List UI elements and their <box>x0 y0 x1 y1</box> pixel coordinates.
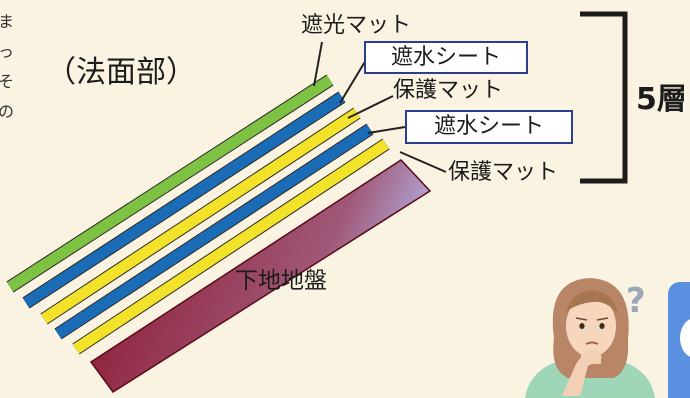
layer-strip-protective-mat-2 <box>72 139 390 354</box>
layer-label-light-blocking-mat: 遮光マット <box>301 13 412 38</box>
leader-line-3 <box>367 126 406 134</box>
section-label: （法面部） <box>46 55 196 90</box>
edge-text-1: っ <box>0 42 15 61</box>
edge-text-0: ま <box>0 12 15 31</box>
thinking-woman-illustration: ? <box>525 278 655 398</box>
ground-label: 下地地盤 <box>235 268 327 294</box>
layer-strip-waterproof-sheet-1 <box>22 92 346 308</box>
layer-strip-protective-mat-1 <box>40 108 361 324</box>
layer-strip-light-blocking-mat <box>7 75 333 292</box>
edge-text-3: の <box>0 102 15 121</box>
side-panel-tab-icon <box>680 318 690 358</box>
leader-line-2 <box>347 95 394 119</box>
leader-line-4 <box>399 151 447 173</box>
edge-text-2: そ <box>0 72 15 91</box>
layer-label-protective-mat-1: 保護マット <box>393 78 504 103</box>
layer-count-label: 5層 <box>636 82 687 117</box>
layer-label-waterproof-sheet-1: 遮水シート <box>364 41 528 74</box>
layer-bracket <box>580 11 628 184</box>
layer-strip-waterproof-sheet-2 <box>54 124 374 339</box>
svg-text:?: ? <box>626 281 646 321</box>
leader-line-0 <box>313 41 323 87</box>
leader-line-1 <box>339 59 367 104</box>
side-panel-tab[interactable] <box>668 282 690 398</box>
layer-label-waterproof-sheet-2: 遮水シート <box>405 110 573 144</box>
ground-layer <box>89 159 432 394</box>
layer-label-protective-mat-2: 保護マット <box>448 160 559 185</box>
